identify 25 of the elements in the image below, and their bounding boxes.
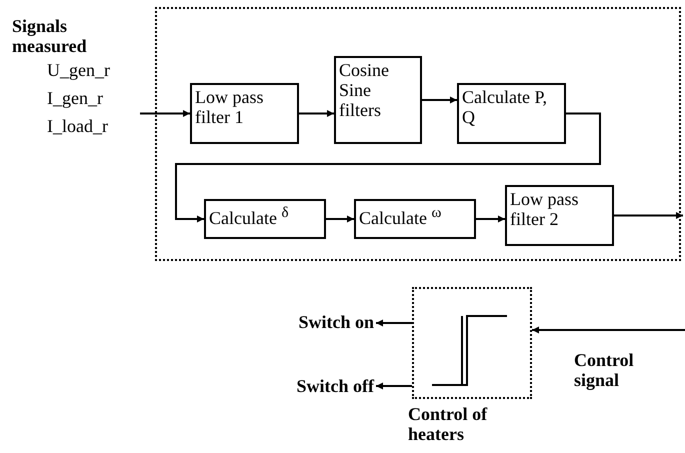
signal-name: I_load_r <box>46 115 109 138</box>
process-box: Low pass filter 1 <box>190 83 299 144</box>
arrow <box>175 112 601 222</box>
arrow <box>299 110 334 117</box>
arrow <box>532 326 685 334</box>
arrow <box>614 212 683 219</box>
arrow <box>376 320 412 326</box>
signal-name: U_gen_r <box>46 59 111 82</box>
process-box: Calculate $^{δ}$ <box>204 199 326 239</box>
processor-group <box>155 7 681 261</box>
signal-name: I_gen_r <box>46 87 104 110</box>
arrow <box>422 96 457 104</box>
process-box: Calculate $^{ω}$ <box>354 199 476 239</box>
output-label: Switch on <box>280 312 374 334</box>
controller-caption: Control of heaters <box>408 404 488 444</box>
arrow <box>376 382 412 390</box>
output-label: Switch off <box>274 376 374 398</box>
process-box: Cosine Sine filters <box>334 56 422 144</box>
arrow <box>476 216 505 222</box>
process-box: Calculate P, Q <box>457 83 566 144</box>
arrow <box>140 110 190 117</box>
group-heading: Signals measured <box>12 16 88 56</box>
arrow <box>326 216 354 222</box>
edge-label: Control signal <box>574 350 635 390</box>
process-box: Low pass filter 2 <box>505 185 614 246</box>
